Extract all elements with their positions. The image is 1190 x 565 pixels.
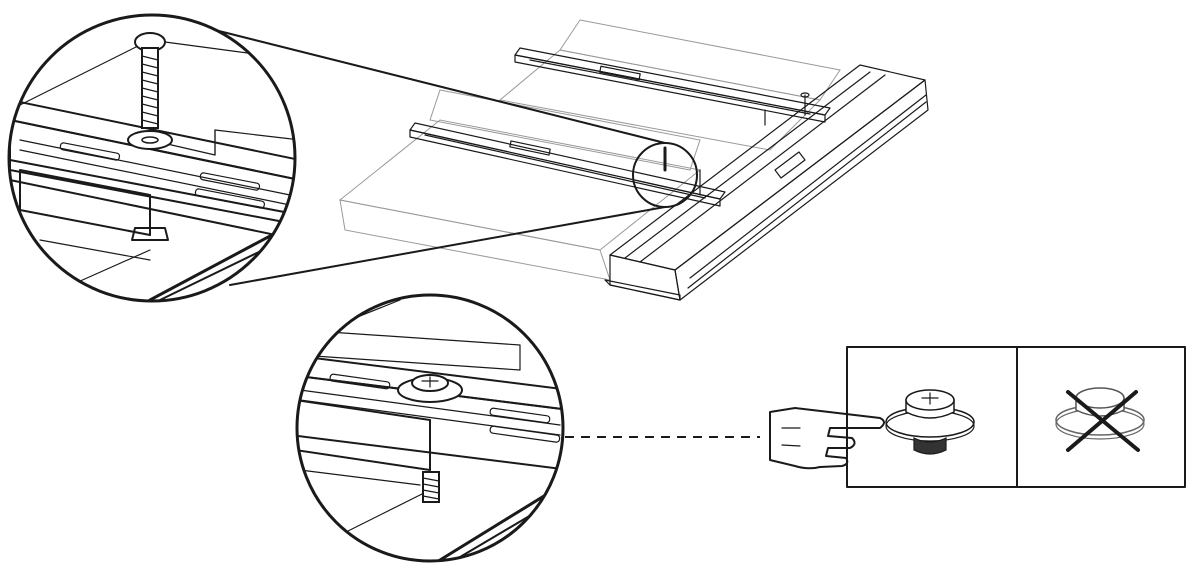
lower-rail: [409, 122, 726, 207]
zoom-detail-bottom: [295, 293, 565, 563]
cross-mark-icon: [1066, 390, 1140, 452]
comparison-panel: [846, 346, 1186, 488]
pointing-hand-icon: [769, 407, 885, 470]
bolt-tightened-icon: [397, 374, 463, 503]
zoom-detail-top: [7, 13, 297, 303]
flange-nut-icon: [885, 389, 975, 455]
bolt-with-washer-icon: [127, 32, 173, 150]
flange-nut-crossed-icon: [1055, 387, 1145, 452]
main-assembly: [214, 19, 929, 301]
side-frame: [604, 64, 929, 301]
upper-rail: [514, 47, 831, 126]
